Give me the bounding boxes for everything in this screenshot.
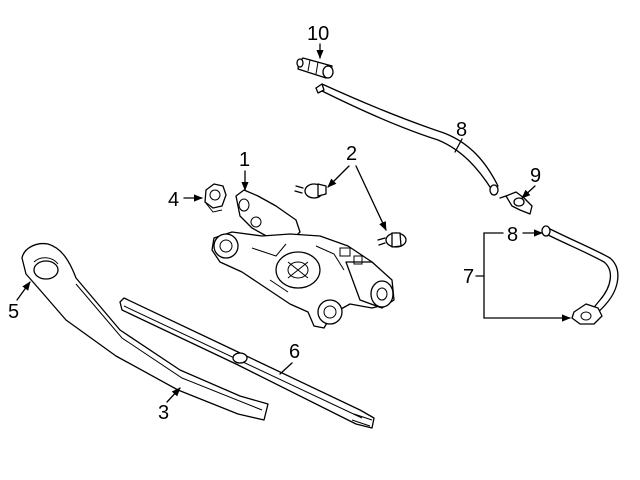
svg-text:1: 1 (239, 149, 250, 171)
svg-text:8: 8 (456, 119, 467, 141)
wiper-arm-part (21, 242, 269, 421)
callout-8-upper: 8 (454, 119, 467, 153)
wiper-blade-part (119, 297, 375, 429)
svg-text:5: 5 (8, 301, 19, 323)
callout-10: 10 (307, 23, 329, 59)
mounting-stud-upper (294, 183, 327, 199)
callout-1: 1 (239, 149, 250, 191)
svg-text:3: 3 (158, 402, 169, 424)
hose-clip-part (499, 191, 533, 215)
wiper-motor-part (211, 189, 395, 329)
svg-text:2: 2 (346, 143, 357, 165)
svg-text:7: 7 (463, 266, 474, 288)
callout-4: 4 (168, 189, 203, 211)
washer-nozzle-part (296, 57, 334, 79)
callout-2: 2 (327, 143, 387, 231)
callout-9: 9 (521, 165, 541, 199)
svg-text:4: 4 (168, 189, 179, 211)
callout-3: 3 (158, 387, 181, 424)
svg-text:8: 8 (507, 224, 518, 246)
washer-hose-assembly (541, 225, 619, 325)
callout-6: 6 (279, 341, 300, 375)
washer-hose-upper (315, 83, 499, 196)
callout-5: 5 (8, 281, 31, 323)
callout-7: 7 (463, 232, 571, 322)
svg-text:10: 10 (307, 23, 329, 45)
mounting-stud-lower (377, 232, 407, 248)
svg-text:6: 6 (289, 341, 300, 363)
svg-text:9: 9 (530, 165, 541, 187)
callout-8-lower: 8 (507, 224, 543, 246)
nut-part (204, 183, 227, 213)
